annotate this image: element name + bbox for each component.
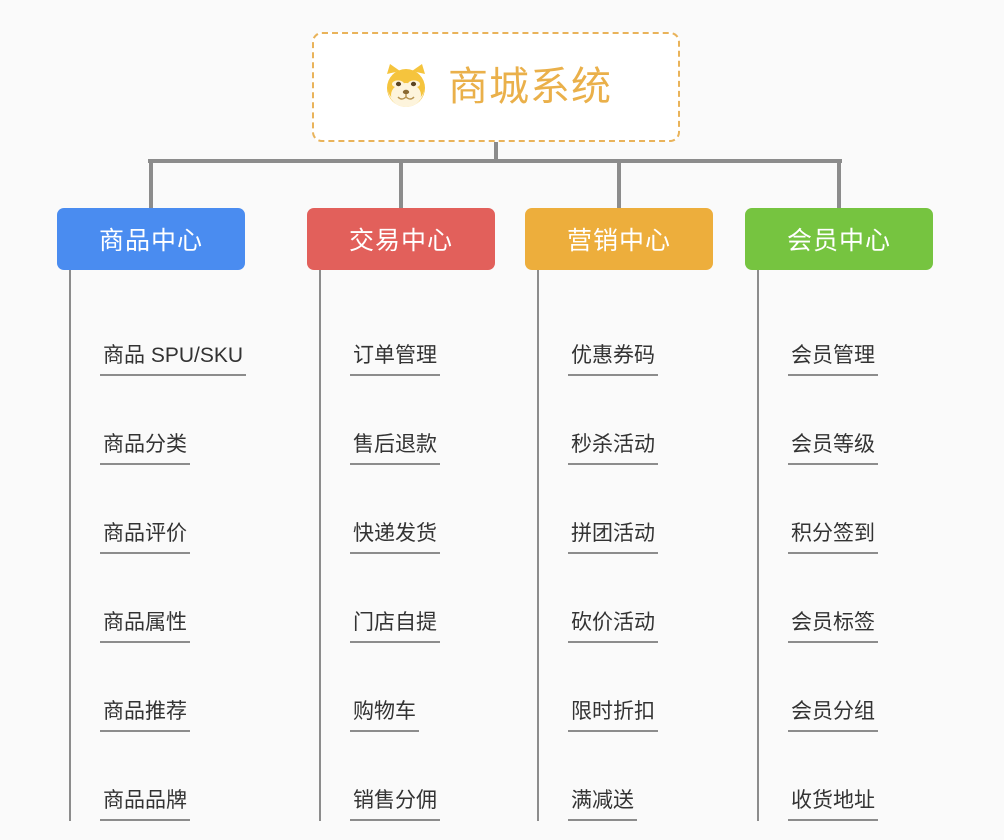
leaf-item[interactable]: 售后退款 (321, 376, 495, 465)
leaf-item-label: 快递发货 (350, 522, 440, 554)
branch-header-2[interactable]: 交易中心 (307, 208, 495, 270)
leaf-item[interactable]: 购物车 (321, 643, 495, 732)
branch-header-label: 营销中心 (566, 227, 671, 255)
leaf-item[interactable]: 限时折扣 (539, 643, 713, 732)
leaf-item-label: 门店自提 (350, 611, 440, 643)
leaf-item[interactable]: 订单管理 (321, 287, 495, 376)
leaf-list-2: 订单管理售后退款快递发货门店自提购物车销售分佣 (307, 270, 495, 821)
branch-header-label: 交易中心 (348, 227, 453, 255)
connector-root-vertical (494, 142, 498, 161)
leaf-item-label: 售后退款 (350, 433, 440, 465)
leaf-item[interactable]: 商品属性 (71, 554, 246, 643)
leaf-item-label: 会员标签 (788, 611, 878, 643)
leaf-item[interactable]: 砍价活动 (539, 554, 713, 643)
leaf-item-label: 商品评价 (100, 522, 190, 554)
leaf-item-label: 满减送 (568, 789, 637, 821)
leaf-item-label: 砍价活动 (568, 611, 658, 643)
leaf-item-label: 拼团活动 (568, 522, 658, 554)
leaf-item[interactable]: 商品 SPU/SKU (71, 287, 247, 376)
leaf-item[interactable]: 会员分组 (759, 643, 933, 732)
branch-column-4: 会员中心会员管理会员等级积分签到会员标签会员分组收货地址 (745, 208, 933, 821)
branch-header-label: 商品中心 (98, 227, 203, 255)
leaf-item[interactable]: 会员等级 (759, 376, 933, 465)
leaf-item-label: 限时折扣 (568, 700, 658, 732)
leaf-item-label: 收货地址 (788, 789, 878, 821)
leaf-item[interactable]: 商品评价 (71, 465, 246, 554)
branch-column-2: 交易中心订单管理售后退款快递发货门店自提购物车销售分佣 (307, 208, 495, 821)
leaf-spine-3 (537, 270, 539, 821)
leaf-item[interactable]: 会员管理 (759, 287, 933, 376)
branch-column-3: 营销中心优惠券码秒杀活动拼团活动砍价活动限时折扣满减送 (525, 208, 713, 821)
leaf-item[interactable]: 商品品牌 (71, 732, 246, 821)
leaf-item-label: 销售分佣 (350, 789, 440, 821)
leaf-item-label: 秒杀活动 (568, 433, 658, 465)
leaf-item[interactable]: 秒杀活动 (539, 376, 713, 465)
connector-branch-stem-1 (149, 161, 153, 208)
connector-branch-stem-4 (837, 161, 841, 208)
leaf-item[interactable]: 商品分类 (71, 376, 246, 465)
leaf-item[interactable]: 会员标签 (759, 554, 933, 643)
leaf-item-label: 积分签到 (788, 522, 878, 554)
branch-header-3[interactable]: 营销中心 (525, 208, 713, 270)
leaf-item-label: 会员分组 (788, 700, 878, 732)
branch-column-1: 商品中心商品 SPU/SKU 商品分类商品评价商品属性商品推荐商品品牌 (57, 208, 247, 821)
leaf-spine-1 (69, 270, 71, 821)
root-node-shopping-mall-system[interactable]: 商城系统 (312, 32, 680, 142)
connector-horizontal-bus (148, 159, 842, 163)
leaf-item[interactable]: 拼团活动 (539, 465, 713, 554)
leaf-item-label: 商品品牌 (100, 789, 190, 821)
leaf-item-label: 优惠券码 (568, 344, 658, 376)
leaf-item-label: 商品推荐 (100, 700, 190, 732)
root-node-title: 商城系统 (448, 65, 612, 109)
leaf-item-label: 会员管理 (788, 344, 878, 376)
leaf-item[interactable]: 优惠券码 (539, 287, 713, 376)
leaf-list-1: 商品 SPU/SKU 商品分类商品评价商品属性商品推荐商品品牌 (57, 270, 247, 821)
leaf-item-label: 订单管理 (350, 344, 440, 376)
branch-header-4[interactable]: 会员中心 (745, 208, 933, 270)
branch-header-1[interactable]: 商品中心 (57, 208, 245, 270)
leaf-item[interactable]: 快递发货 (321, 465, 495, 554)
leaf-item[interactable]: 收货地址 (759, 732, 933, 821)
shiba-dog-face-icon (380, 61, 432, 113)
connector-branch-stem-2 (399, 161, 403, 208)
leaf-item-label: 商品 SPU/SKU (100, 344, 247, 376)
leaf-item[interactable]: 商品推荐 (71, 643, 246, 732)
branch-header-label: 会员中心 (786, 227, 891, 255)
leaf-item-label: 会员等级 (788, 433, 878, 465)
leaf-item-label: 商品属性 (100, 611, 190, 643)
leaf-spine-2 (319, 270, 321, 821)
leaf-item[interactable]: 满减送 (539, 732, 713, 821)
leaf-item[interactable]: 积分签到 (759, 465, 933, 554)
leaf-item-label: 购物车 (350, 700, 419, 732)
leaf-item-label: 商品分类 (100, 433, 190, 465)
leaf-list-4: 会员管理会员等级积分签到会员标签会员分组收货地址 (745, 270, 933, 821)
leaf-spine-4 (757, 270, 759, 821)
leaf-item[interactable]: 门店自提 (321, 554, 495, 643)
connector-branch-stem-3 (617, 161, 621, 208)
leaf-list-3: 优惠券码秒杀活动拼团活动砍价活动限时折扣满减送 (525, 270, 713, 821)
leaf-item[interactable]: 销售分佣 (321, 732, 495, 821)
